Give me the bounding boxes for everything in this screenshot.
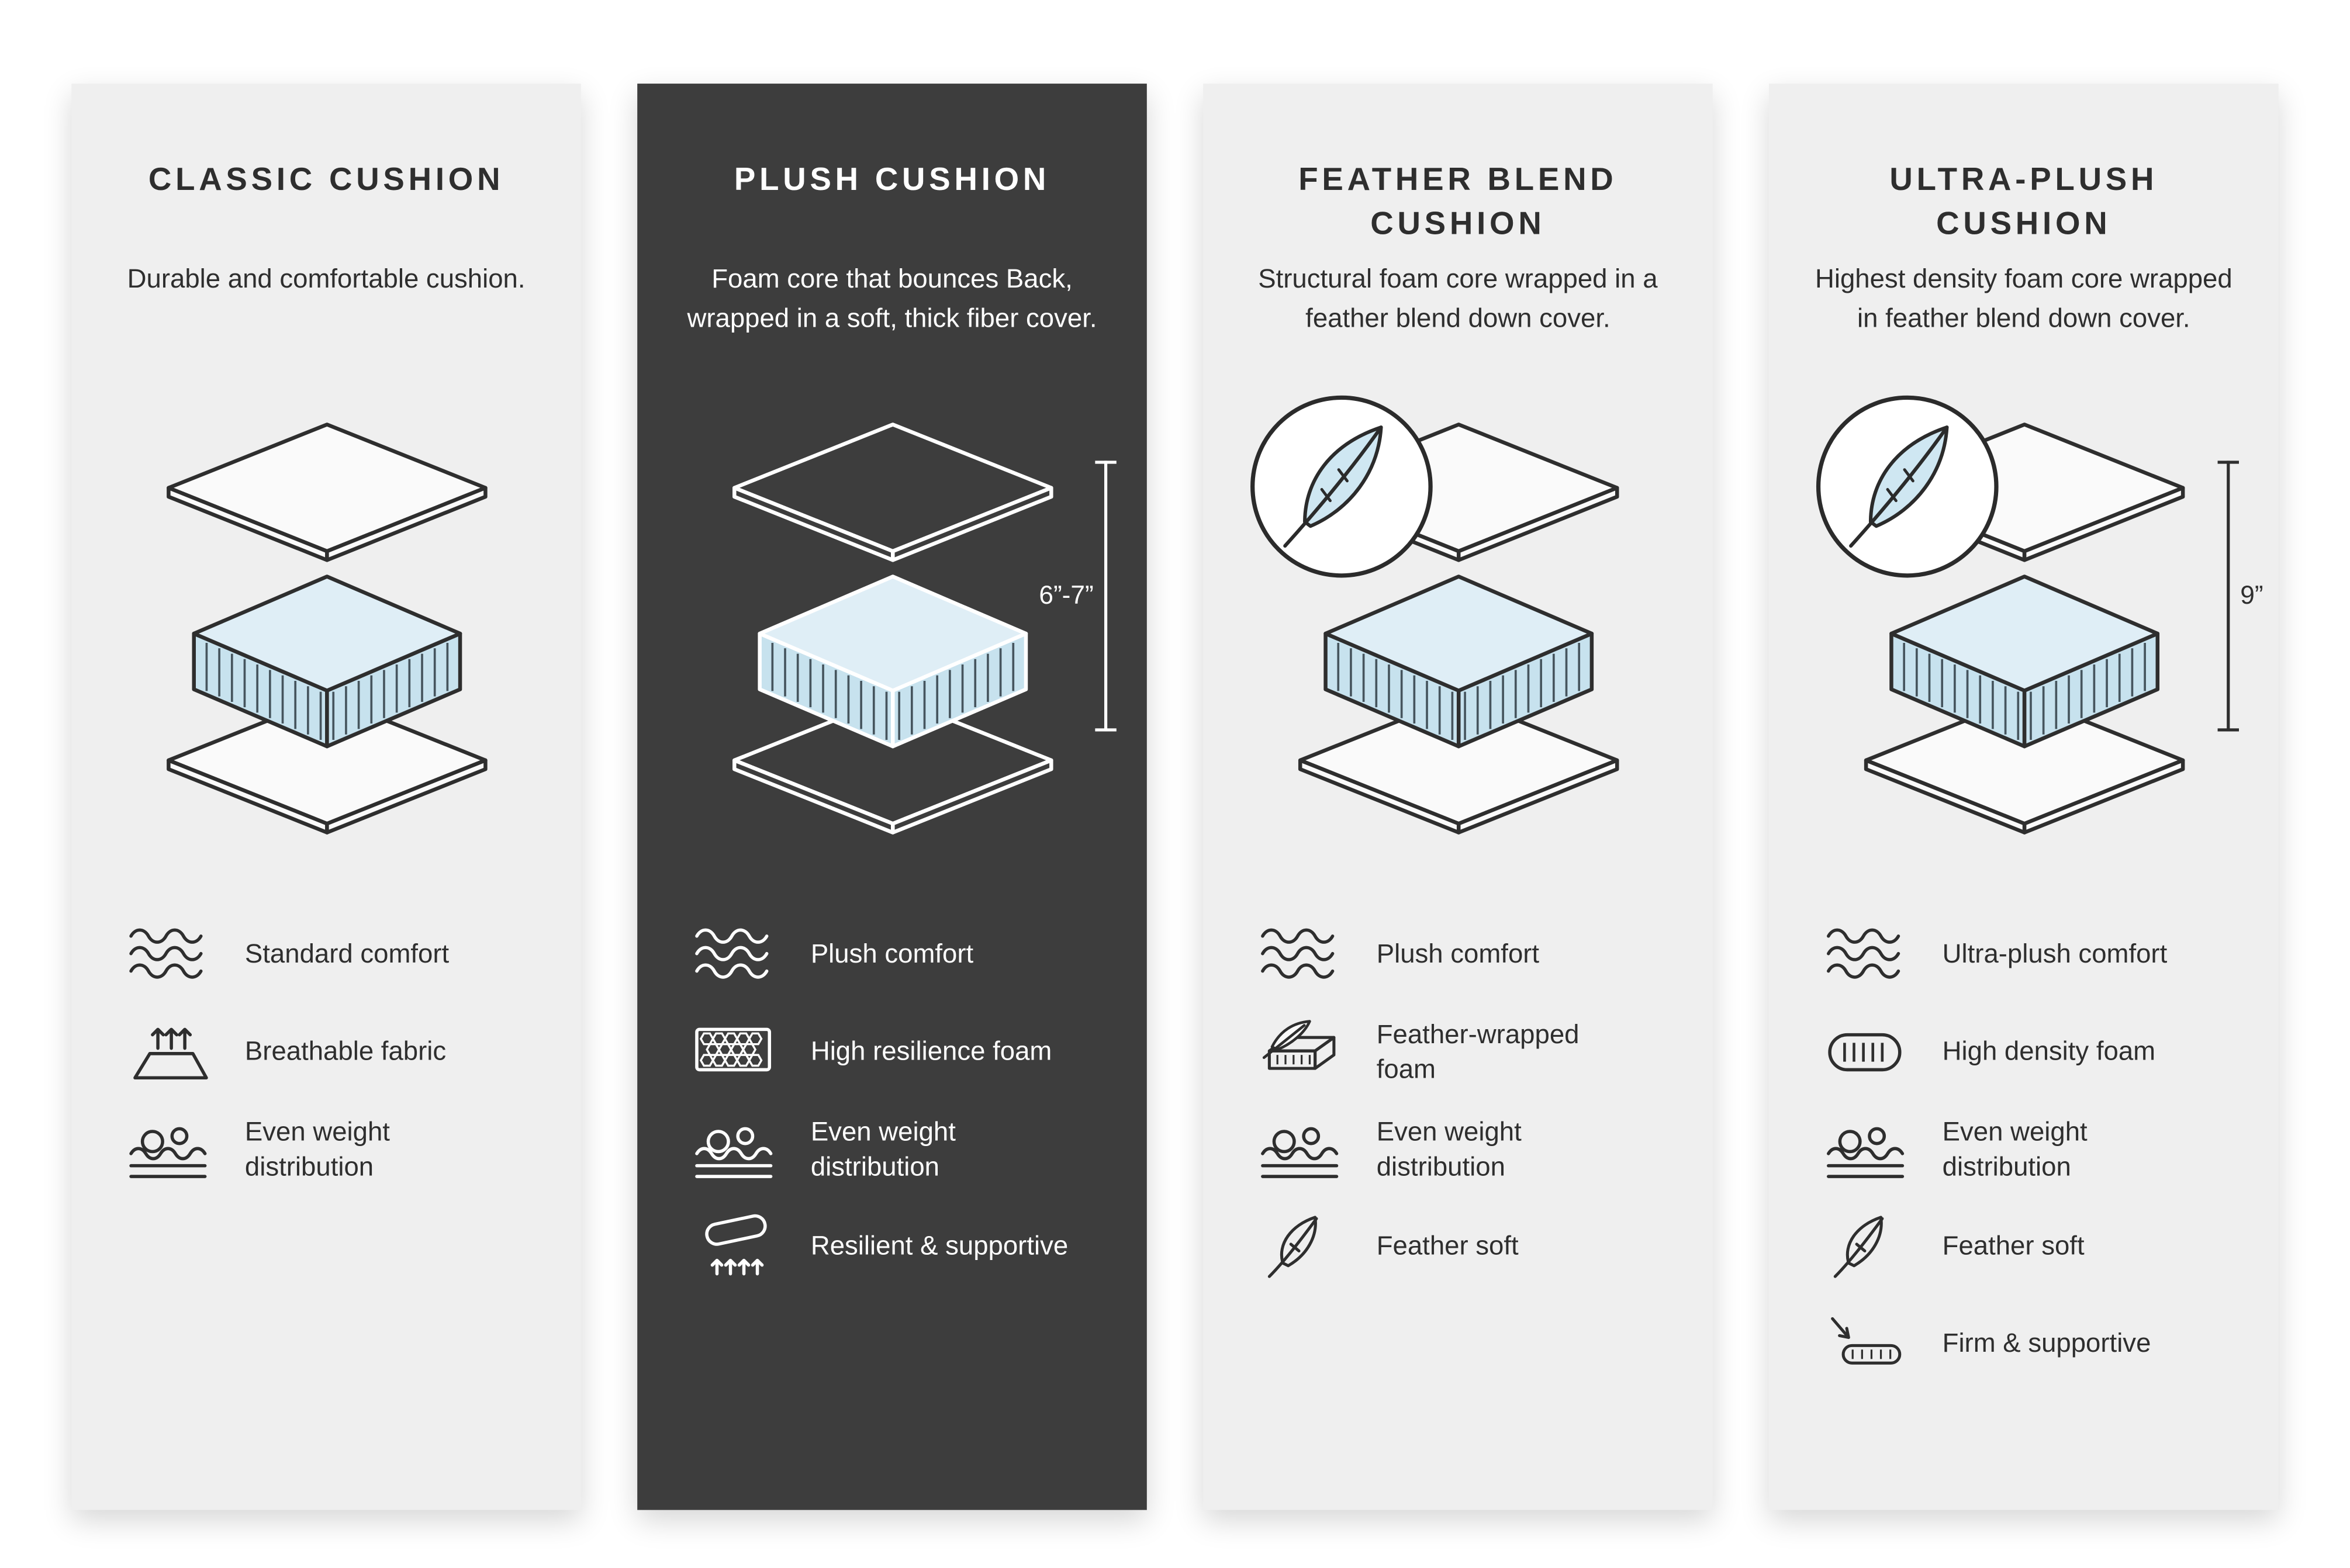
feature-label: High density foam [1942,1036,2156,1067]
feature-row: Firm & supportive [1820,1306,2239,1382]
measurement-label: 6”-7” [1039,580,1094,610]
feature-label: Feather soft [1376,1231,1519,1262]
feature-label: Plush comfort [810,939,974,970]
feature-label: Plush comfort [1376,939,1540,970]
feature-row: Plush comfort [1255,917,1674,993]
weight-distribution-icon [1820,1114,1909,1185]
waves-icon [1255,920,1343,990]
card-description: Durable and comfortable cushion. [127,263,526,294]
weight-distribution-icon [123,1114,212,1185]
feature-label: Ultra-plush comfort [1942,939,2168,970]
feature-list: Plush comfort Feather-wrapped foam Even … [1243,917,1673,1285]
ruler-line [1095,461,1117,732]
feature-label: Even weight distribution [244,1116,390,1182]
card-title: FEATHER BLEND CUSHION [1298,162,1618,242]
waves-icon [1820,920,1909,990]
layered-cushion-illustration [136,418,516,839]
card-description: Foam core that bounces Back, wrapped in … [687,263,1097,333]
density-foam-icon [1820,1017,1909,1088]
feature-label: Standard comfort [244,939,450,970]
feature-label: Firm & supportive [1942,1328,2151,1359]
feather-foam-icon [1255,1017,1343,1088]
feature-row: Resilient & supportive [689,1209,1108,1285]
feature-row: Ultra-plush comfort [1820,917,2239,993]
card-description: Highest density foam core wrapped in fea… [1815,263,2232,333]
feature-row: Breathable fabric [123,1014,542,1090]
cushion-comparison: CLASSIC CUSHION Durable and comfortable … [71,84,2279,1510]
feature-list: Standard comfort Breathable fabric Even … [111,917,541,1188]
feature-row: Standard comfort [123,917,542,993]
card-title: PLUSH CUSHION [734,162,1050,198]
cushion-diagram: 9” [1809,397,2263,877]
feature-row: Even weight distribution [689,1112,1108,1188]
foam-cells-icon [689,1017,777,1088]
feature-label: Feather soft [1942,1231,2085,1262]
feature-label: Breathable fabric [244,1036,447,1067]
cushion-diagram [111,397,541,877]
feature-row: Feather-wrapped foam [1255,1014,1674,1090]
card-classic-cushion: CLASSIC CUSHION Durable and comfortable … [71,84,581,1510]
feature-row: Feather soft [1255,1209,1674,1285]
breathable-fabric-icon [123,1017,212,1088]
weight-distribution-icon [689,1114,777,1185]
weight-distribution-icon [1255,1114,1343,1185]
firm-support-icon [1820,1309,1909,1379]
card-plush-cushion: PLUSH CUSHION Foam core that bounces Bac… [637,84,1147,1510]
waves-icon [123,920,212,990]
waves-icon [689,920,777,990]
measurement-label: 9” [2240,580,2263,610]
feature-row: Feather soft [1820,1209,2239,1285]
feature-label: Even weight distribution [1942,1116,2088,1182]
cushion-diagram: 6”-7” [677,397,1117,877]
feature-row: Even weight distribution [123,1112,542,1188]
feature-row: High resilience foam [689,1014,1108,1090]
layered-cushion-illustration [702,418,1082,839]
support-arrows-icon [689,1212,777,1282]
height-ruler: 9” [2217,461,2263,732]
card-ultra-plush-cushion: ULTRA-PLUSH CUSHION Highest density foam… [1769,84,2279,1510]
feather-badge-icon [1243,387,1440,585]
cushion-diagram [1243,397,1673,877]
feather-icon [1820,1212,1909,1282]
feature-label: Feather-wrapped foam [1376,1019,1580,1085]
card-description: Structural foam core wrapped in a feathe… [1258,263,1658,333]
feature-row: Plush comfort [689,917,1108,993]
feather-icon [1255,1212,1343,1282]
feature-list: Plush comfort High resilience foam Even … [677,917,1107,1285]
feather-badge-icon [1809,387,2006,585]
feature-row: Even weight distribution [1820,1112,2239,1188]
card-title: ULTRA-PLUSH CUSHION [1889,162,2158,242]
ruler-line [2217,461,2239,732]
feature-label: Even weight distribution [810,1116,956,1182]
card-feather-blend-cushion: FEATHER BLEND CUSHION Structural foam co… [1203,84,1713,1510]
feature-label: Resilient & supportive [810,1231,1069,1262]
card-title: CLASSIC CUSHION [148,162,504,198]
feature-label: High resilience foam [810,1036,1052,1067]
feature-row: High density foam [1820,1014,2239,1090]
feature-row: Even weight distribution [1255,1112,1674,1188]
feature-list: Ultra-plush comfort High density foam Ev… [1809,917,2239,1382]
height-ruler: 6”-7” [1039,461,1117,732]
feature-label: Even weight distribution [1376,1116,1522,1182]
